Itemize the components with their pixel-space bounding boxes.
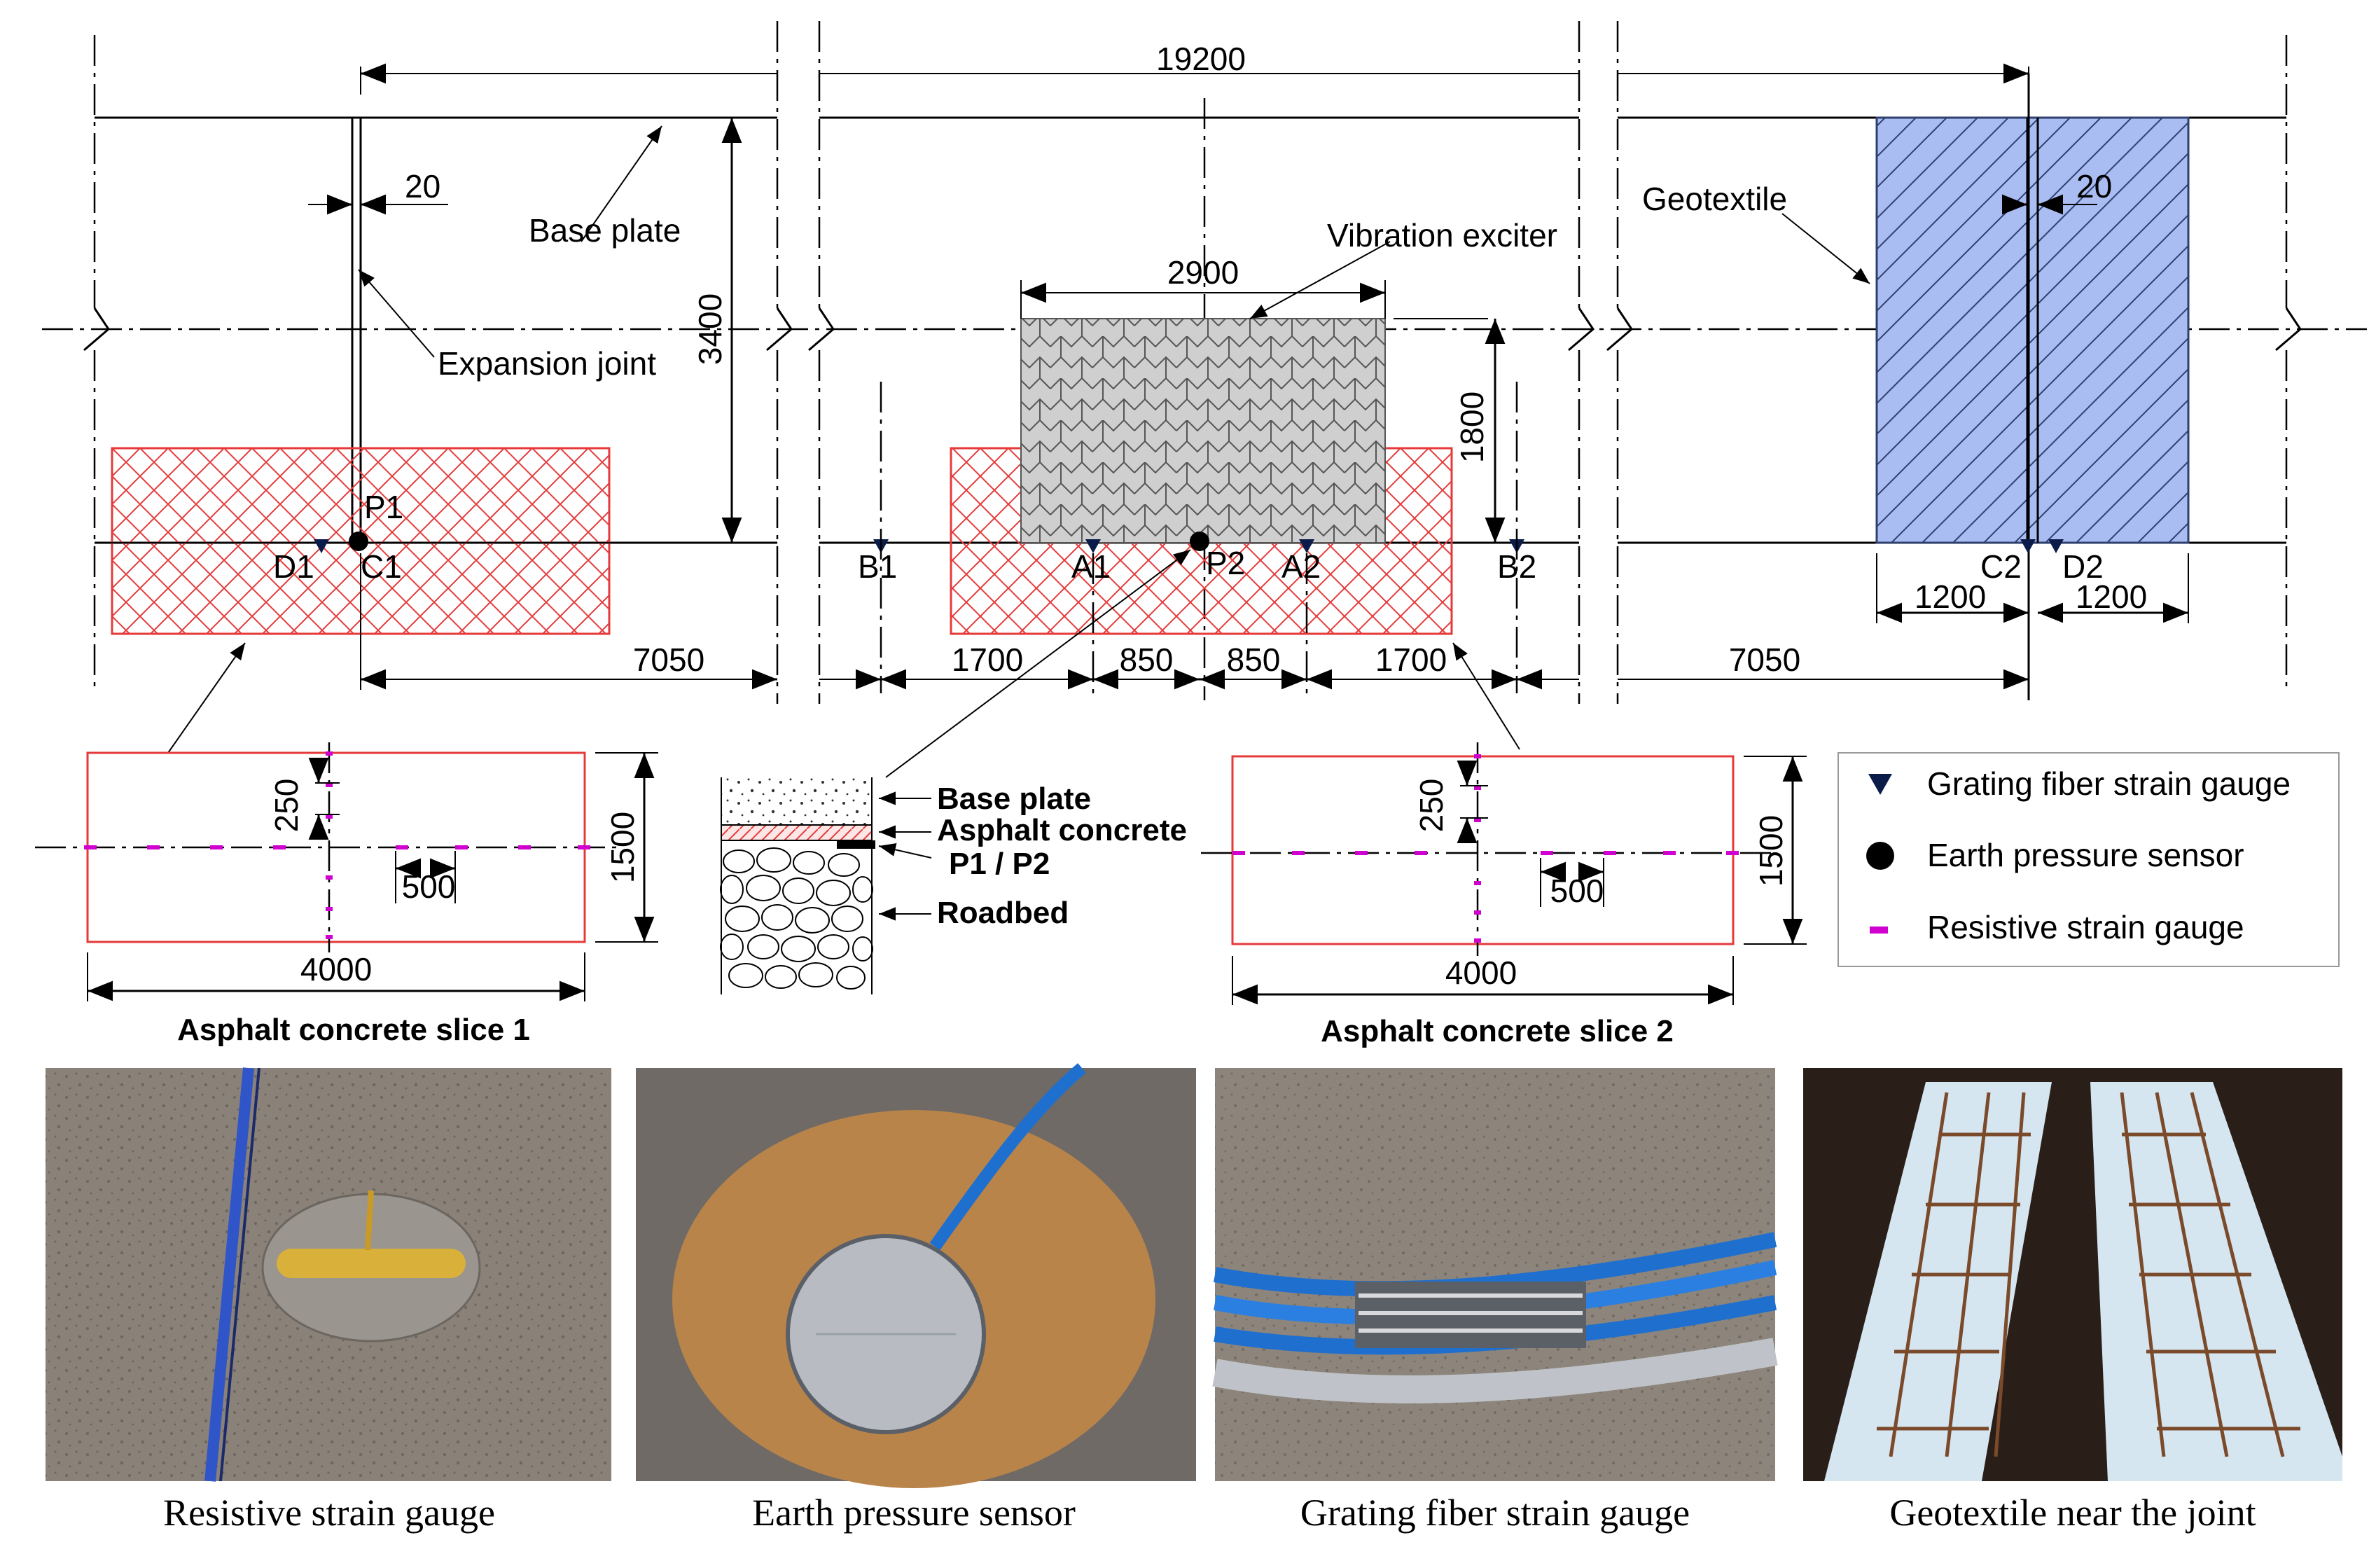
slice-1-detail: 250 500 1500 4000 Asphalt concrete slice… bbox=[35, 742, 658, 1047]
section-label-base-plate: Base plate bbox=[937, 782, 1091, 816]
label-expansion-joint: Expansion joint bbox=[438, 345, 656, 382]
point-a1: A1 bbox=[1071, 548, 1111, 585]
dash-icon bbox=[1870, 927, 1888, 934]
photo-resistive-gauge bbox=[46, 1067, 611, 1482]
slice-1-dim-1500: 1500 bbox=[604, 812, 641, 883]
photo-caption-2: Earth pressure sensor bbox=[752, 1492, 1076, 1534]
photo-caption-3: Grating fiber strain gauge bbox=[1300, 1492, 1690, 1534]
triangle-icon bbox=[1868, 774, 1892, 795]
section-label-sensor: P1 / P2 bbox=[949, 847, 1050, 881]
point-p1: P1 bbox=[364, 489, 403, 525]
leader-slice-2 bbox=[1452, 642, 1520, 750]
marker-p2 bbox=[1190, 532, 1209, 551]
slice-1-gauges bbox=[84, 751, 590, 939]
photo-row: Resistive strain gauge Earth pressure se… bbox=[46, 1063, 2342, 1534]
photo-grating-fiber bbox=[1212, 1068, 1778, 1481]
marker-p1 bbox=[349, 532, 368, 551]
dim-1700-right: 1700 bbox=[1375, 641, 1447, 678]
dim-850-right: 850 bbox=[1227, 641, 1281, 678]
section-asphalt bbox=[721, 824, 873, 841]
slice-1-dim-250: 250 bbox=[268, 779, 305, 833]
dim-20-left: 20 bbox=[405, 168, 440, 204]
point-a2: A2 bbox=[1281, 548, 1321, 585]
point-d1: D1 bbox=[273, 548, 314, 585]
dim-1700-left: 1700 bbox=[952, 641, 1023, 678]
expansion-joint-right bbox=[2026, 118, 2039, 543]
sensor-markers bbox=[314, 532, 2064, 553]
point-d2: D2 bbox=[2062, 548, 2104, 585]
dim-19200: 19200 bbox=[1156, 41, 1246, 77]
point-p2: P2 bbox=[1206, 545, 1245, 581]
photo-caption-4: Geotextile near the joint bbox=[1889, 1492, 2256, 1534]
photo-earth-pressure bbox=[636, 1063, 1196, 1488]
photo-geotextile bbox=[1803, 1068, 2342, 1481]
slice-2-caption: Asphalt concrete slice 2 bbox=[1321, 1014, 1674, 1048]
slice-1-dim-4000: 4000 bbox=[300, 951, 372, 987]
legend-label-earth-pressure: Earth pressure sensor bbox=[1927, 837, 2244, 873]
geotextile bbox=[1875, 116, 2190, 544]
legend-label-grating: Grating fiber strain gauge bbox=[1927, 765, 2291, 802]
dim-20-right: 20 bbox=[2076, 168, 2112, 204]
dim-3400: 3400 bbox=[692, 293, 728, 365]
point-c2: C2 bbox=[1980, 548, 2022, 585]
marker-c2 bbox=[2020, 539, 2036, 553]
slice-2-outline bbox=[1231, 755, 1735, 945]
slice-2-dim-1500: 1500 bbox=[1753, 815, 1789, 887]
label-base-plate: Base plate bbox=[529, 212, 681, 249]
section-label-roadbed: Roadbed bbox=[937, 896, 1069, 930]
marker-a2 bbox=[1299, 539, 1314, 553]
label-geotextile: Geotextile bbox=[1642, 181, 1787, 217]
marker-a1 bbox=[1085, 539, 1101, 553]
photo-caption-1: Resistive strain gauge bbox=[163, 1492, 495, 1534]
dim-1800: 1800 bbox=[1454, 391, 1490, 463]
point-b1: B1 bbox=[858, 548, 897, 585]
legend: Grating fiber strain gauge Earth pressur… bbox=[1837, 752, 2340, 967]
dim-7050-right: 7050 bbox=[1729, 641, 1800, 678]
legend-box bbox=[1837, 752, 2340, 967]
legend-label-resistive: Resistive strain gauge bbox=[1927, 909, 2244, 945]
dim-7050-left: 7050 bbox=[633, 641, 704, 678]
slice-1-dim-500: 500 bbox=[402, 868, 456, 905]
circle-icon bbox=[1866, 842, 1894, 870]
dim-2900: 2900 bbox=[1167, 254, 1239, 291]
vibration-exciter bbox=[1020, 318, 1386, 543]
leader-slice-1 bbox=[167, 642, 246, 754]
dim-1200-right: 1200 bbox=[2076, 578, 2147, 615]
section-label-asphalt: Asphalt concrete bbox=[937, 813, 1187, 847]
slice-2-dim-500: 500 bbox=[1550, 873, 1604, 909]
point-c1: C1 bbox=[361, 548, 402, 585]
plan-view: 19200 20 Base plate Expansion joint 3400… bbox=[42, 21, 2367, 778]
slice-2-gauges bbox=[1232, 754, 1739, 943]
marker-d2 bbox=[2048, 539, 2064, 553]
marker-d1 bbox=[314, 539, 329, 553]
dim-850-left: 850 bbox=[1120, 641, 1174, 678]
slice-2-dim-250: 250 bbox=[1413, 779, 1450, 833]
slice-2-detail: 250 500 1500 4000 Asphalt concrete slice… bbox=[1201, 742, 1807, 1048]
section-base-plate bbox=[721, 777, 872, 825]
leader-section bbox=[885, 549, 1191, 778]
dim-1200-left: 1200 bbox=[1915, 578, 1986, 615]
slice-2-dim-4000: 4000 bbox=[1445, 955, 1517, 991]
label-vibration-exciter: Vibration exciter bbox=[1327, 217, 1557, 254]
cross-section: Base plate Asphalt concrete P1 / P2 Road… bbox=[720, 777, 1187, 994]
break-lines bbox=[93, 21, 2288, 704]
slice-1-caption: Asphalt concrete slice 1 bbox=[177, 1013, 530, 1047]
section-sensor bbox=[837, 840, 875, 849]
section-roadbed bbox=[720, 847, 873, 990]
